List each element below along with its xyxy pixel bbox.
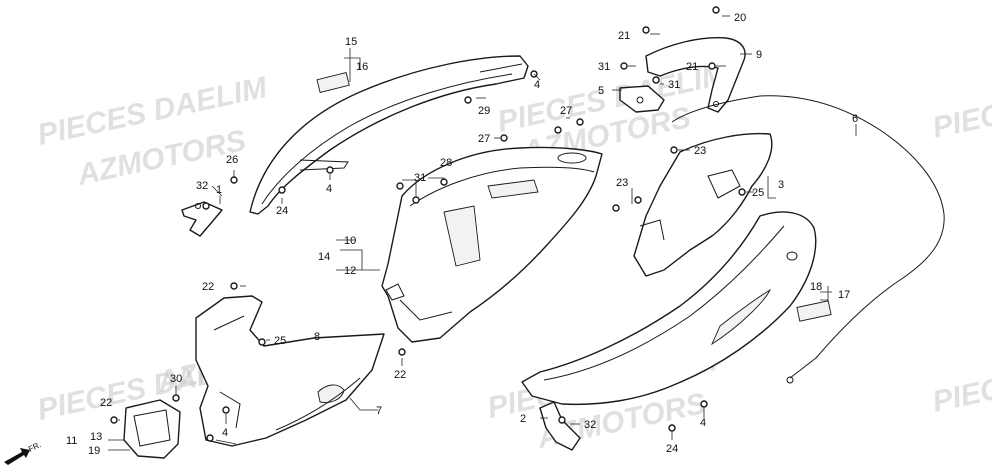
callout-12: 12 [344,265,356,277]
callout-9: 9 [756,49,762,61]
watermark-edge-upper-right: PIECES [930,90,992,145]
callout-5: 5 [598,85,604,97]
callout-31a: 31 [414,172,426,184]
luggage-box-part [381,146,603,343]
screw-22c [110,416,118,424]
callout-16: 16 [356,61,368,73]
callout-4c: 4 [222,427,228,439]
screw-32b [558,416,566,424]
callout-20: 20 [734,12,746,24]
callout-22b: 22 [394,369,406,381]
left-bracket-part [181,201,223,237]
callout-27a: 27 [478,133,490,145]
callout-15: 15 [345,36,357,48]
screw-31d [652,76,660,84]
callout-32b: 32 [584,419,596,431]
screw-23c [634,196,642,204]
screw-4d [700,400,708,408]
callout-13: 13 [90,431,102,443]
rear-center-cover-part [633,132,773,277]
screw-23b [612,204,620,212]
callout-3: 3 [778,179,784,191]
rear-upper-cover-part [249,55,529,215]
callout-31c: 31 [668,79,680,91]
callout-21a: 21 [618,30,630,42]
screw-4c [222,406,230,414]
front-arrow-icon [4,448,30,465]
screw-20 [712,6,720,14]
front-arrow: FR. [4,440,43,465]
screw-24a [278,186,286,194]
callout-21b: 21 [686,61,698,73]
callout-8: 8 [314,331,320,343]
callout-23a: 23 [694,145,706,157]
callout-23b: 23 [616,177,628,189]
rear-carrier-part [645,36,746,113]
callout-27b: 27 [560,105,572,117]
lower-light-housing-part [123,399,181,459]
screw-30 [172,394,180,402]
seat-hinge-part [619,85,665,113]
screw-22a [230,282,238,290]
callout-31b: 31 [598,61,610,73]
screw-21b [708,62,716,70]
screw-31c [620,62,628,70]
callout-24a: 24 [276,205,288,217]
callout-24b: 24 [666,443,678,455]
callout-10: 10 [344,235,356,247]
screw-23a [670,146,678,154]
screw-25a [738,188,746,196]
screw-33 [206,434,214,442]
screw-4a [326,166,334,174]
callout-32a: 32 [196,180,208,192]
screw-31b [412,196,420,204]
callout-25b: 25 [274,335,286,347]
callout-17: 17 [838,289,850,301]
screw-27a [500,134,508,142]
callout-19: 19 [88,445,100,457]
seat-cable-part [671,95,945,384]
screw-25b [258,338,266,346]
screw-27c [576,118,584,126]
left-side-fairing-part [195,295,385,447]
screw-24b [668,424,676,432]
callout-28: 28 [440,157,452,169]
front-arrow-label: FR. [27,440,42,454]
callout-labels: 15 16 26 32 1 24 4 29 4 27 27 31 28 10 1… [66,12,858,457]
screw-31a [396,182,404,190]
callout-2: 2 [520,413,526,425]
screw-28 [440,178,448,186]
callout-1: 1 [216,184,222,196]
lower-right-bracket-part [539,401,581,451]
callout-26: 26 [226,154,238,166]
callout-4b: 4 [534,79,540,91]
screw-21a [642,26,650,34]
callout-18: 18 [810,281,822,293]
callout-22a: 22 [202,281,214,293]
callout-6: 6 [852,113,858,125]
leader-lines [108,15,857,451]
screw-32a [202,202,210,210]
callout-25a: 25 [752,187,764,199]
callout-4d: 4 [700,417,706,429]
callout-22c: 22 [100,397,112,409]
screw-27b [554,126,562,134]
right-side-cover-part [521,211,832,406]
callout-11: 11 [66,435,77,447]
fastener-group [110,6,746,442]
screw-22b [398,348,406,356]
callout-14: 14 [318,251,330,263]
callout-4a: 4 [326,183,332,195]
callout-7: 7 [376,405,382,417]
callout-29: 29 [478,105,490,117]
screw-29 [464,96,472,104]
callout-30: 30 [170,373,182,385]
watermark-edge-lower-right: PIECES [930,364,992,419]
